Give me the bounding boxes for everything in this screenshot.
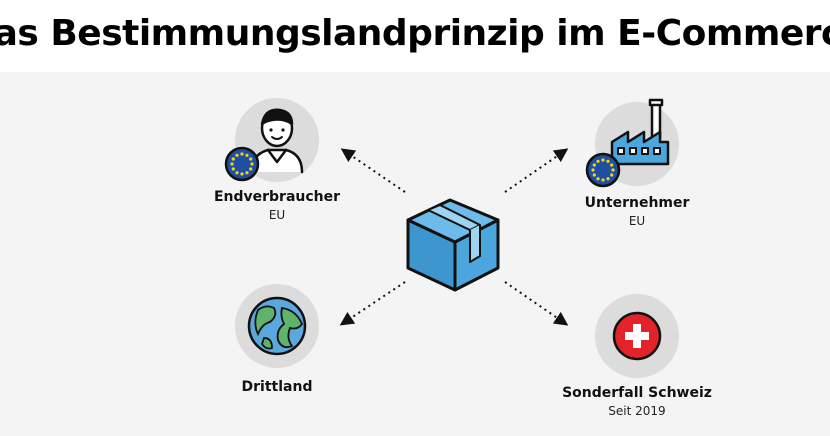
business-sub: EU (628, 214, 646, 228)
diagram-canvas (224, 98, 679, 378)
swiss-flag-icon (612, 311, 662, 361)
label-business: Unternehmer EU (585, 195, 690, 228)
diagram-panel: Endverbraucher EU Unternehmer EU Drittla… (0, 72, 830, 436)
page-title: Das Bestimmungslandprinzip im E-Commerce (0, 12, 830, 54)
label-third-country: Drittland (242, 379, 313, 395)
arrow-to-third-country (339, 281, 406, 326)
eu-flag-icon (585, 152, 621, 188)
third-country-name: Drittland (241, 379, 313, 395)
node-switzerland (595, 294, 679, 378)
switzerland-sub: Seit 2019 (608, 404, 666, 418)
node-business (585, 98, 679, 188)
label-consumer: Endverbraucher EU (214, 189, 340, 222)
business-name: Unternehmer (584, 195, 690, 211)
globe-icon (247, 296, 307, 356)
consumer-name: Endverbraucher (213, 189, 341, 205)
arrow-to-switzerland (504, 281, 569, 326)
factory-icon (610, 98, 670, 166)
switzerland-name: Sonderfall Schweiz (562, 385, 712, 401)
node-consumer (224, 98, 319, 182)
package-box-icon (406, 198, 500, 292)
label-switzerland: Sonderfall Schweiz Seit 2019 (562, 385, 712, 418)
node-third-country (235, 284, 319, 368)
arrow-to-consumer (340, 148, 406, 193)
consumer-sub: EU (268, 208, 286, 222)
arrow-to-business (504, 148, 569, 193)
eu-flag-icon (224, 146, 260, 182)
